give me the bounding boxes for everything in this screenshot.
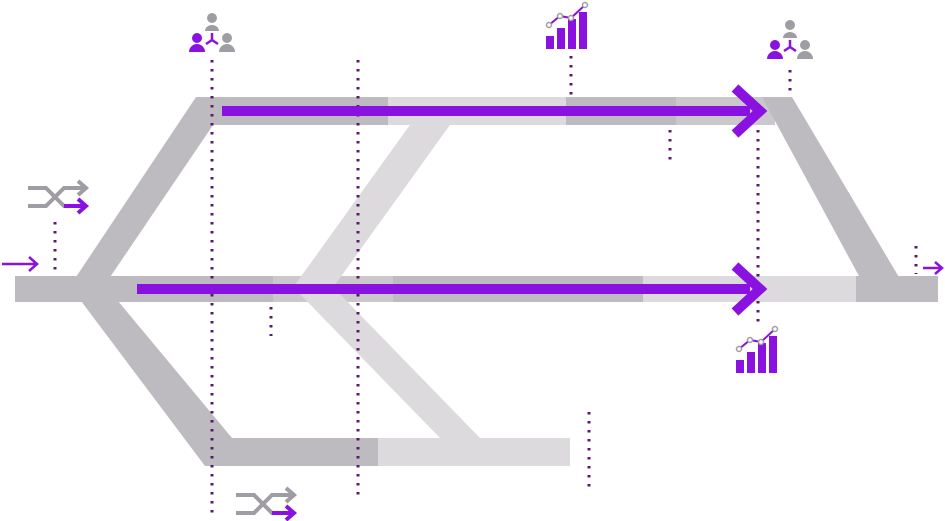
team-icon (767, 20, 813, 59)
diagonal-merge-right (762, 97, 906, 289)
main-flow-arrow (137, 262, 768, 316)
diagonal-down-left (72, 289, 232, 466)
shuffle-icon (236, 486, 298, 521)
bar-chart-icon (545, 1, 589, 49)
flow-arrows (137, 84, 768, 316)
bar-chart-icon (735, 325, 779, 373)
diagonal-up-left (68, 97, 232, 289)
bottom-track-dark (205, 438, 378, 466)
arrow-right-icon (2, 256, 39, 272)
team-icon (189, 13, 235, 52)
tracks (15, 97, 938, 466)
dotted-markers (53, 56, 918, 518)
top-flow-arrow (222, 84, 768, 138)
arrow-right-icon (923, 261, 944, 275)
shuffle-icon (28, 179, 90, 215)
diagonal-light-down (292, 97, 470, 289)
diagonal-light-lower (295, 289, 480, 438)
